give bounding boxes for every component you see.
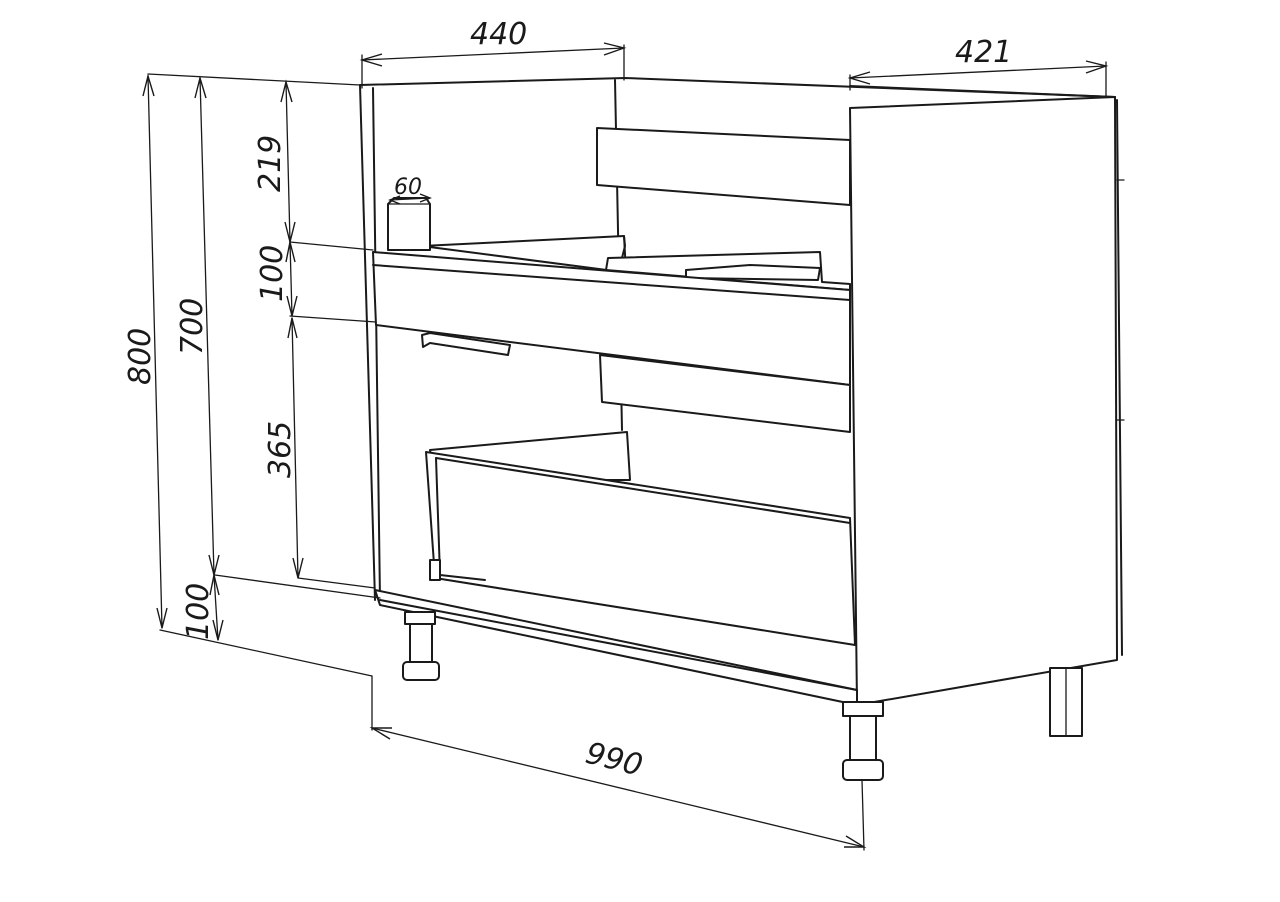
- bottom-inner-line: [379, 599, 858, 691]
- top-drawer: [372, 197, 851, 386]
- ext-plinth-top: [214, 574, 381, 599]
- dim-plinth-line: [213, 574, 219, 641]
- dim-plinth-arrow-bottom: [212, 619, 224, 641]
- dim-421-arrow-right: [1085, 60, 1109, 74]
- dim-421-arrow-left: [847, 71, 871, 85]
- drawer-front-top-inner: [372, 264, 851, 301]
- dim-440-arrow-right: [603, 42, 627, 56]
- ext-drawer-top: [289, 241, 374, 251]
- right-panel-edge: [1116, 99, 1123, 656]
- dim-60-arrow-left: [388, 195, 401, 205]
- label-365: 365: [263, 421, 298, 478]
- bottom-drawer: [425, 431, 856, 646]
- label-421: 421: [955, 35, 1012, 70]
- dim-800-arrow-bottom: [156, 607, 168, 629]
- right-side-panel: [849, 96, 1118, 706]
- dim-365-arrow-bottom: [292, 557, 304, 579]
- label-990: 990: [582, 736, 646, 784]
- label-drawer-100: 100: [255, 245, 290, 302]
- ext-floor: [159, 629, 373, 677]
- dim-60-arrow-right: [419, 193, 432, 203]
- dim-365-line: [291, 317, 299, 579]
- dim-drawer-line: [289, 241, 293, 317]
- label-60: 60: [394, 175, 422, 200]
- label-700: 700: [175, 298, 210, 355]
- lower-drawer-side: [425, 451, 856, 646]
- dim-990-arrow-left: [369, 727, 392, 740]
- leg-lf-foot: [402, 661, 440, 681]
- middle-rail-front: [599, 354, 851, 433]
- left-panel-inner: [372, 87, 381, 601]
- dim-plinth-arrow-top: [209, 574, 220, 596]
- dim-990-line: [371, 727, 865, 848]
- dimension-lines: [142, 42, 1109, 851]
- lower-drawer-bottom-edge: [439, 574, 486, 581]
- leg-lf-stem: [409, 623, 433, 663]
- top-side-edge: [849, 85, 1116, 98]
- dim-421-line: [849, 65, 1107, 79]
- siphon-post: [387, 197, 431, 251]
- ext-body-bottom: [297, 577, 376, 589]
- dim-60-line: [389, 197, 431, 201]
- legs: [402, 611, 1083, 781]
- ext-width-right: [861, 779, 865, 851]
- lower-drawer-clip: [429, 559, 441, 581]
- left-panel-front: [359, 84, 376, 601]
- dim-365-arrow-top: [287, 317, 298, 339]
- cabinet-body: [359, 77, 1125, 706]
- dim-700-arrow-top: [194, 75, 207, 99]
- label-plinth-100: 100: [181, 583, 216, 640]
- drawer-back-corner: [621, 235, 626, 259]
- ext-top: [147, 73, 361, 86]
- dim-440-arrow-left: [359, 53, 383, 67]
- dim-drawer-arrow-top: [285, 241, 296, 263]
- lower-drawer-top-inner: [435, 457, 851, 524]
- leg-right-front: [842, 701, 884, 781]
- label-219: 219: [253, 135, 288, 192]
- leg-rf-foot: [842, 759, 884, 781]
- ext-drawer-bottom: [289, 315, 377, 323]
- leg-lf-collar: [404, 611, 436, 625]
- dim-drawer-arrow-bottom: [286, 295, 298, 317]
- top-rail: [596, 127, 851, 206]
- top-back-edge: [359, 77, 1116, 98]
- label-440: 440: [470, 17, 527, 52]
- drawer-slide-bracket: [421, 332, 511, 356]
- dim-800-line: [147, 75, 163, 629]
- leg-rf-collar: [842, 701, 884, 717]
- dim-990-arrow-right: [844, 835, 867, 848]
- top-rail-front: [596, 127, 851, 206]
- lower-drawer-left-inner: [435, 457, 441, 576]
- dim-440-line: [361, 47, 625, 61]
- dim-800-arrow-top: [142, 73, 155, 97]
- dim-219-line: [285, 81, 291, 243]
- leg-left-front: [402, 611, 440, 681]
- label-800: 800: [123, 328, 158, 385]
- leg-rf-stem: [849, 715, 877, 761]
- dim-219-arrow-top: [280, 79, 293, 103]
- leg-right-back: [1049, 667, 1083, 737]
- middle-rail: [599, 354, 851, 433]
- dim-700-line: [199, 77, 215, 576]
